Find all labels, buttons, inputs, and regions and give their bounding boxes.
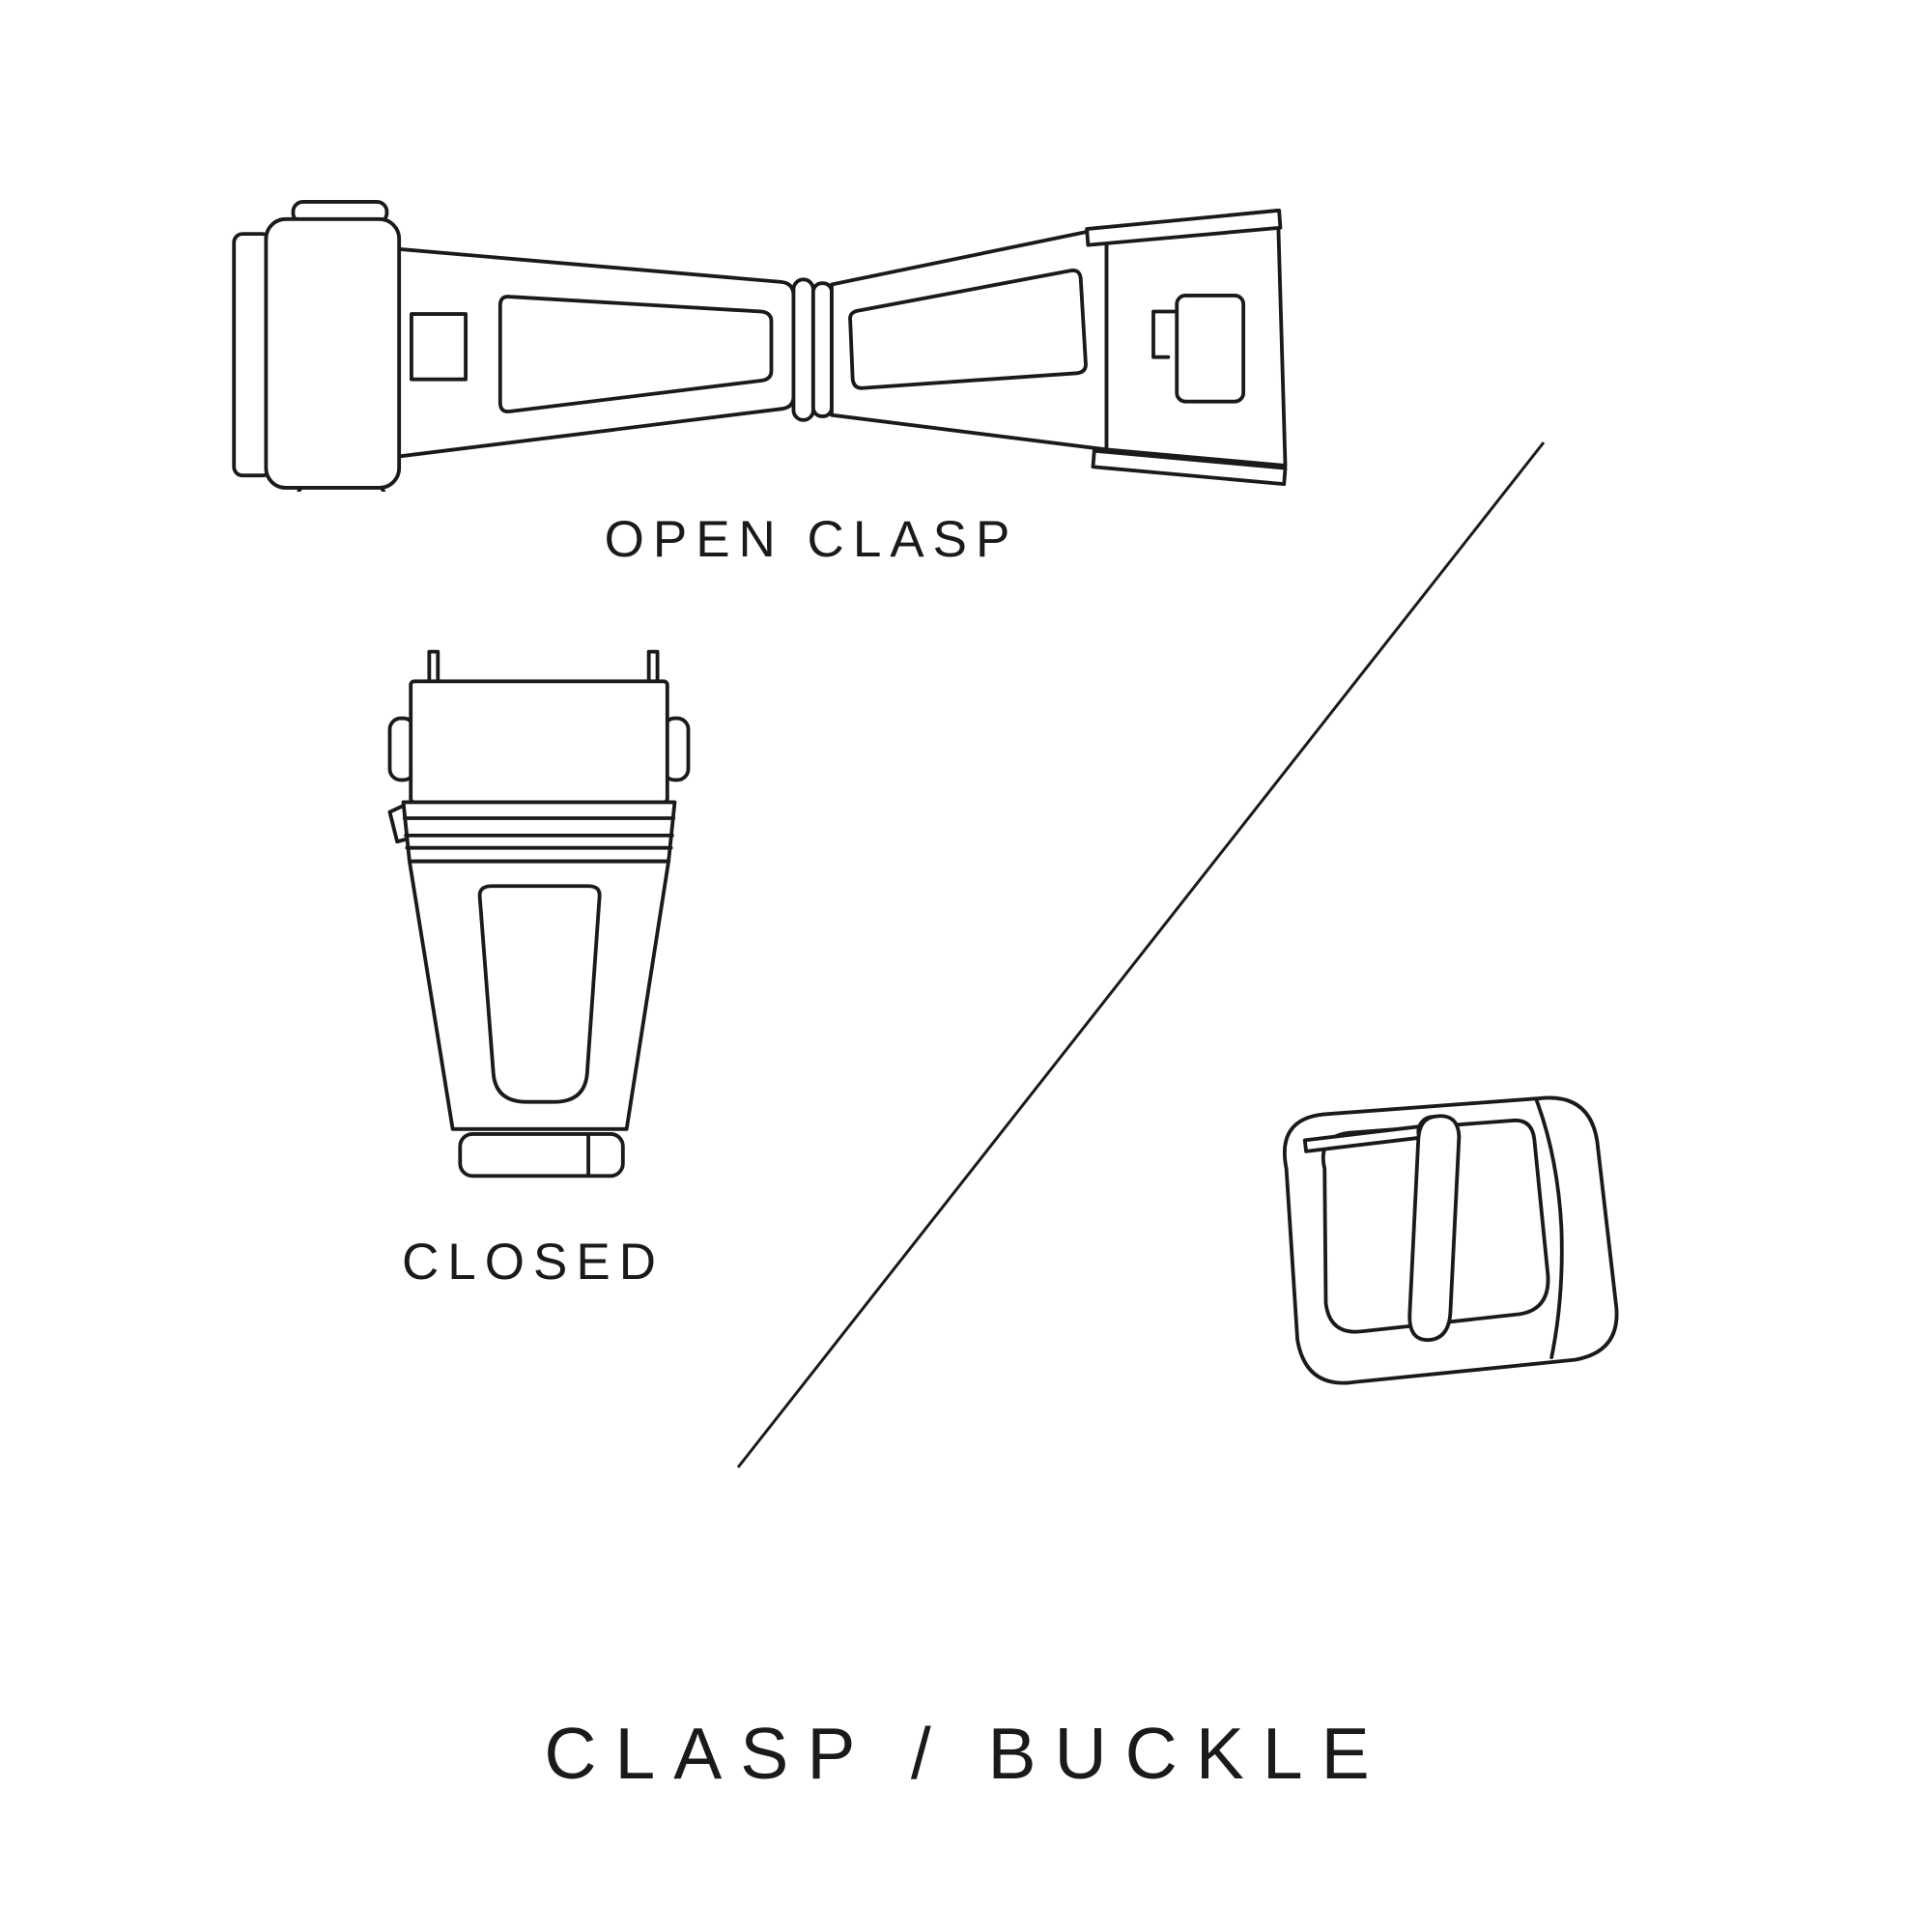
open-clasp-illustration (232, 200, 1288, 492)
closed-clasp-illustration (387, 649, 691, 1179)
buckle-illustration (1282, 1095, 1619, 1385)
closed-clasp-label: CLOSED (402, 1234, 665, 1291)
open-clasp-label: OPEN CLASP (604, 511, 1019, 568)
page-title: CLASP / BUCKLE (544, 1713, 1388, 1794)
